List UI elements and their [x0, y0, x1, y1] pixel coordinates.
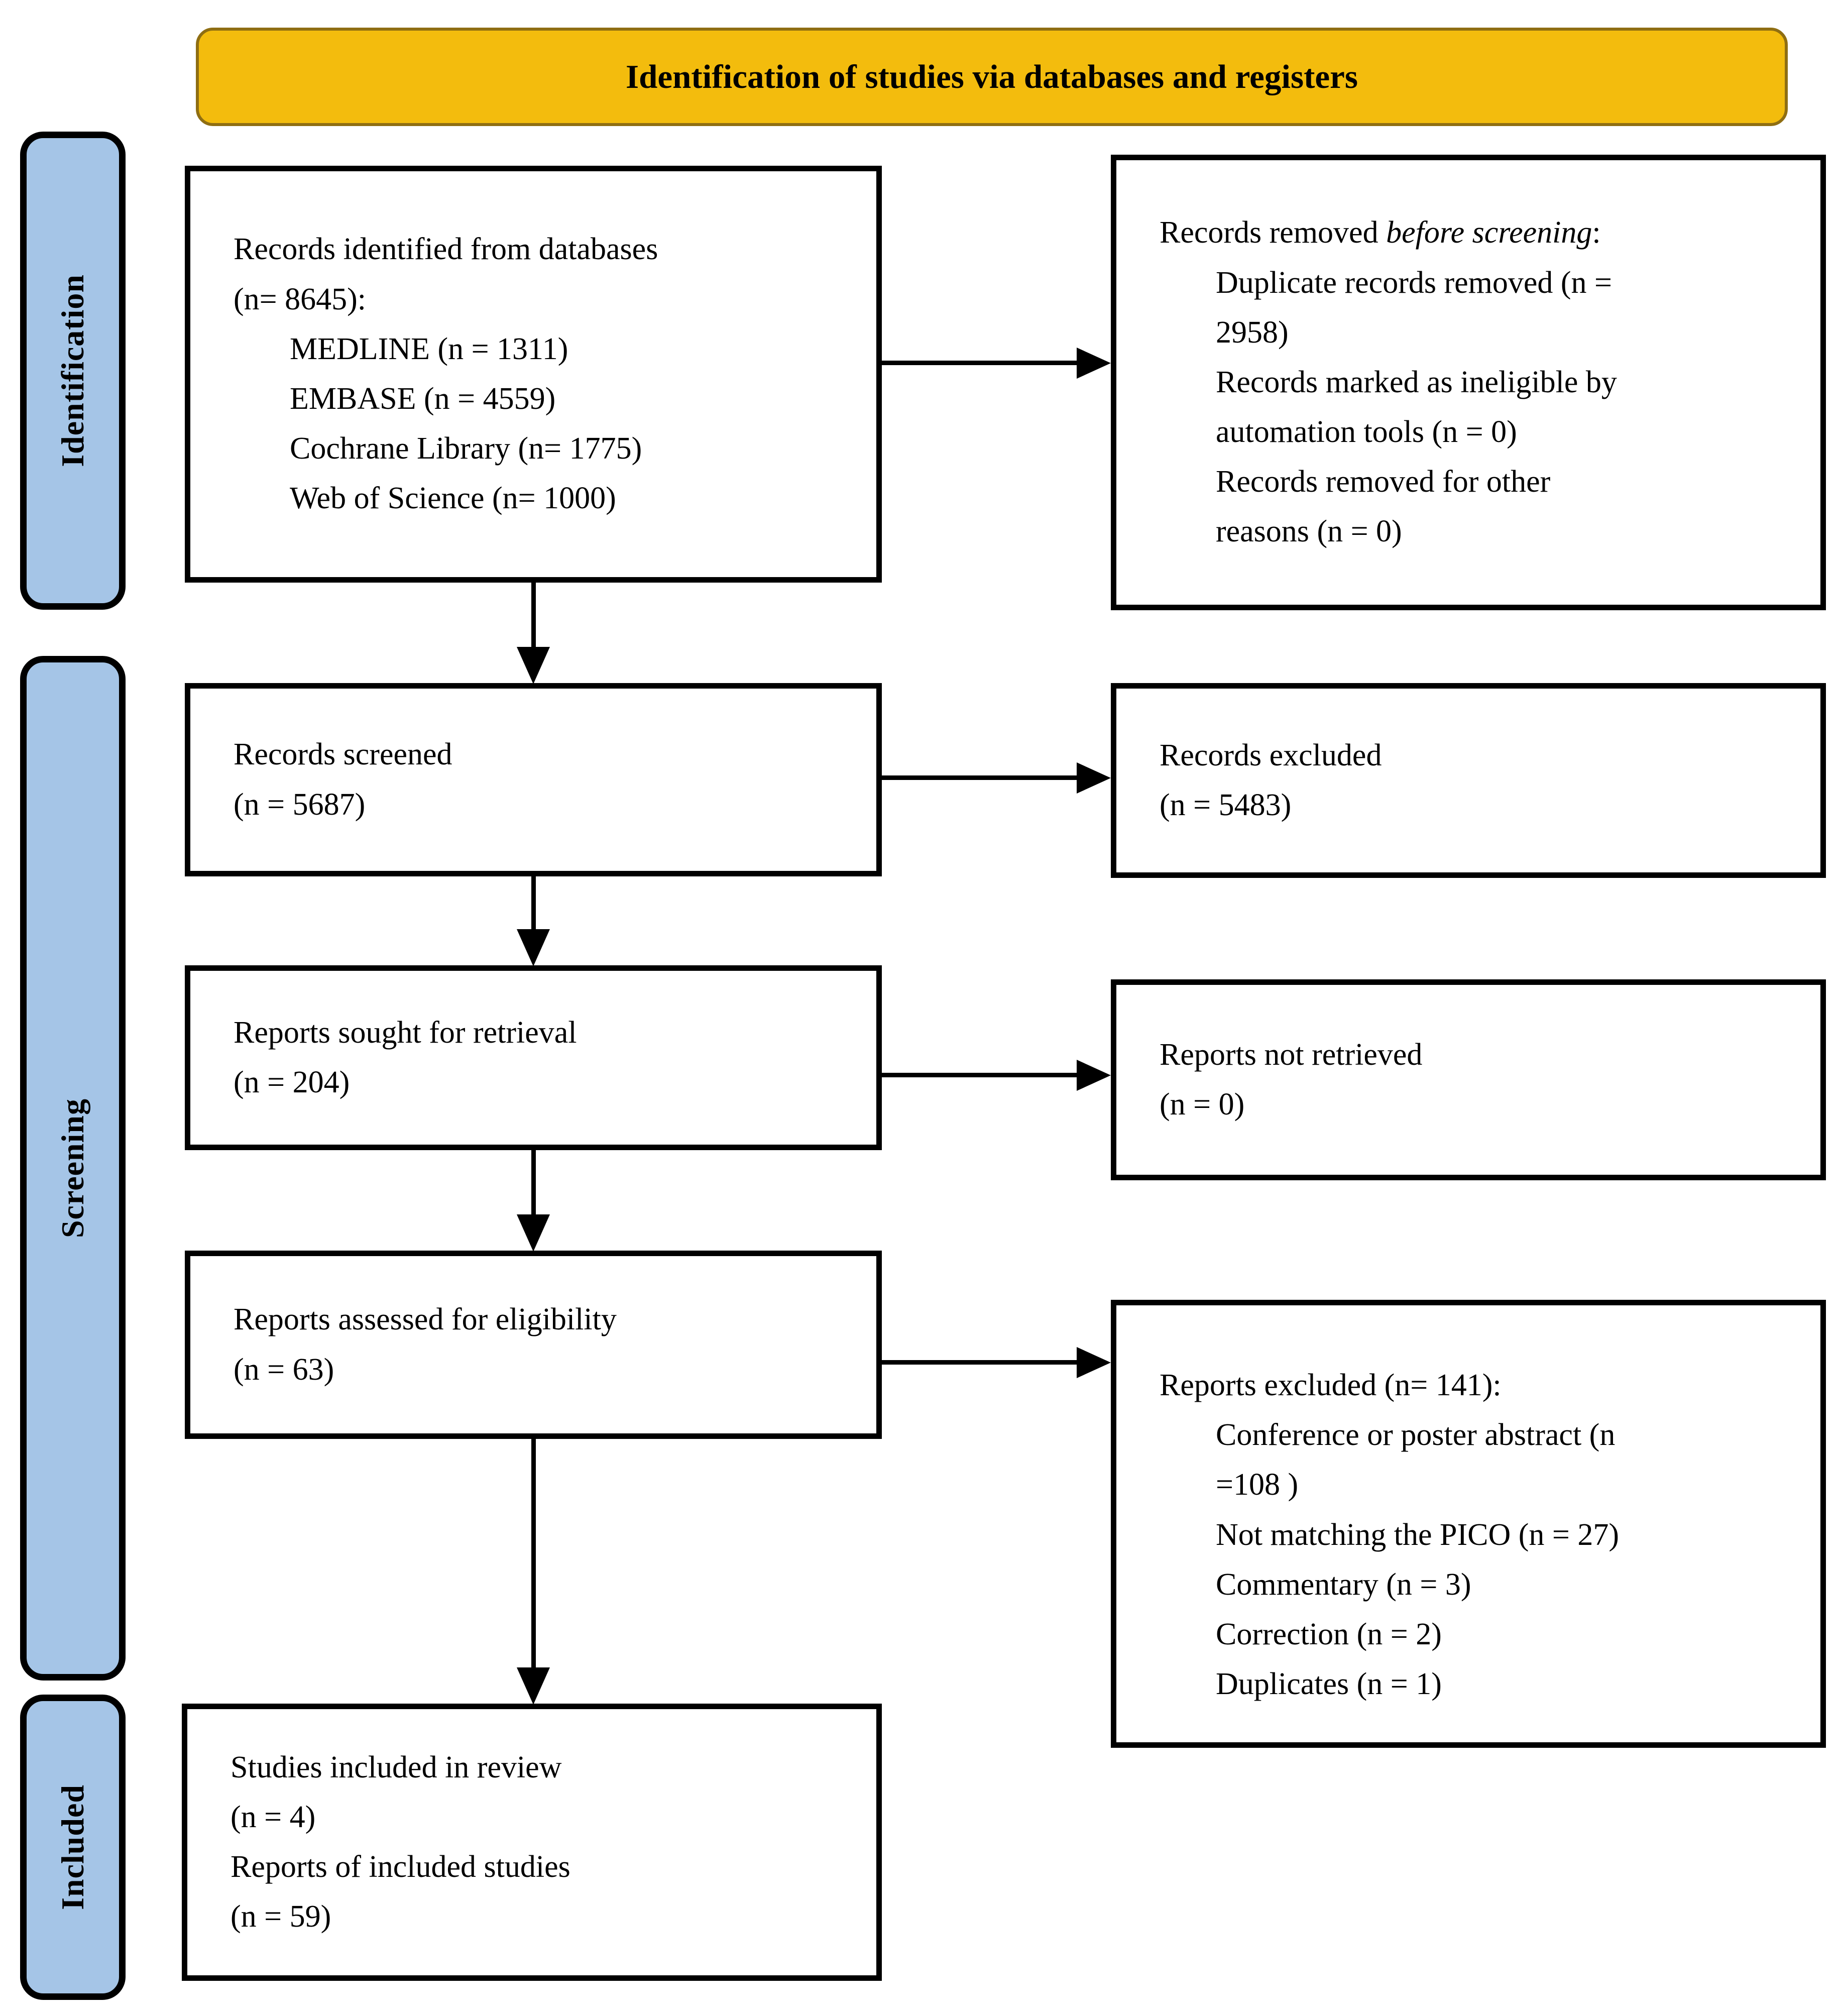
text-line: EMBASE (n = 4559) [290, 382, 556, 416]
arrow-head-assessed-to-repexcluded [1077, 1347, 1111, 1378]
arrow-line-screened-to-excluded [882, 775, 1079, 780]
arrow-line-sought-to-assessed [531, 1150, 536, 1216]
text-line: reasons (n = 0) [1216, 514, 1402, 549]
text-line: automation tools (n = 0) [1216, 415, 1517, 450]
text-line: (n = 63) [234, 1352, 334, 1387]
arrow-line-identified-to-removed [882, 361, 1079, 365]
arrow-head-identified-to-screened [517, 647, 550, 684]
text-line: (n = 204) [234, 1065, 350, 1099]
text-line: Reports of included studies [231, 1850, 570, 1884]
text-line: Commentary (n = 3) [1216, 1567, 1471, 1602]
text-line: (n= 8645): [234, 282, 366, 316]
text-line: 2958) [1216, 315, 1289, 350]
diagram-title-banner: Identification of studies via databases … [196, 28, 1788, 126]
stage-label-screening: Screening [20, 656, 126, 1681]
stage-label-text: Included [55, 1784, 90, 1910]
box-reports-not-retrieved: Reports not retrieved (n = 0) [1111, 979, 1826, 1180]
text-line: Records removed before screening: [1160, 215, 1601, 250]
text-line: Duplicate records removed (n = [1216, 265, 1612, 300]
box-reports-sought: Reports sought for retrieval (n = 204) [185, 965, 882, 1150]
text-line: (n = 5687) [234, 787, 366, 822]
arrow-line-screened-to-sought [531, 876, 536, 935]
arrow-line-identified-to-screened [531, 583, 536, 651]
stage-label-included: Included [20, 1695, 126, 2000]
box-reports-excluded: Reports excluded (n= 141): Conference or … [1111, 1300, 1826, 1748]
arrow-line-assessed-to-included [531, 1439, 536, 1670]
diagram-title: Identification of studies via databases … [626, 58, 1358, 95]
text-line: (n = 59) [231, 1899, 331, 1934]
arrow-head-assessed-to-included [517, 1667, 550, 1705]
text-line: Reports sought for retrieval [234, 1015, 577, 1050]
text-line: =108 ) [1216, 1468, 1299, 1502]
text-line: MEDLINE (n = 1311) [290, 331, 568, 366]
arrow-head-identified-to-removed [1077, 348, 1111, 379]
text-line: Conference or poster abstract (n [1216, 1418, 1616, 1452]
text-line: Reports assessed for eligibility [234, 1302, 617, 1337]
arrow-head-sought-to-assessed [517, 1214, 550, 1252]
box-records-excluded: Records excluded (n = 5483) [1111, 683, 1826, 878]
text-line: (n = 4) [231, 1800, 316, 1834]
box-reports-assessed: Reports assessed for eligibility (n = 63) [185, 1251, 882, 1439]
arrow-head-sought-to-notretrieved [1077, 1060, 1111, 1091]
text-line: Studies included in review [231, 1750, 562, 1784]
arrow-line-assessed-to-repexcluded [882, 1360, 1079, 1365]
text-line: Reports excluded (n= 141): [1160, 1368, 1502, 1402]
arrow-head-screened-to-sought [517, 929, 550, 966]
text-line: Records marked as ineligible by [1216, 365, 1617, 399]
stage-label-text: Identification [55, 274, 90, 467]
text-line: (n = 5483) [1160, 788, 1292, 822]
arrow-head-screened-to-excluded [1077, 762, 1111, 794]
stage-label-text: Screening [55, 1098, 90, 1239]
text-line: Records excluded [1160, 738, 1382, 772]
text-line: Not matching the PICO (n = 27) [1216, 1517, 1619, 1552]
text-line: Duplicates (n = 1) [1216, 1667, 1442, 1702]
box-studies-included: Studies included in review (n = 4) Reports… [182, 1704, 882, 1981]
stage-label-identification: Identification [20, 132, 126, 610]
box-records-identified: Records identified from databases (n= 864… [185, 166, 882, 583]
text-line: Cochrane Library (n= 1775) [290, 431, 642, 466]
text-line: Web of Science (n= 1000) [290, 481, 616, 516]
box-records-removed-before-screening: Records removed before screening: Duplica… [1111, 155, 1826, 610]
text-line: Records identified from databases [234, 232, 658, 267]
box-records-screened: Records screened (n = 5687) [185, 683, 882, 876]
spacer [1160, 1325, 1802, 1361]
text-line: (n = 0) [1160, 1087, 1245, 1122]
arrow-line-sought-to-notretrieved [882, 1073, 1079, 1077]
text-line: Records removed for other [1216, 465, 1551, 499]
text-line: Correction (n = 2) [1216, 1617, 1442, 1651]
text-line: Reports not retrieved [1160, 1037, 1423, 1072]
text-line: Records screened [234, 737, 452, 772]
